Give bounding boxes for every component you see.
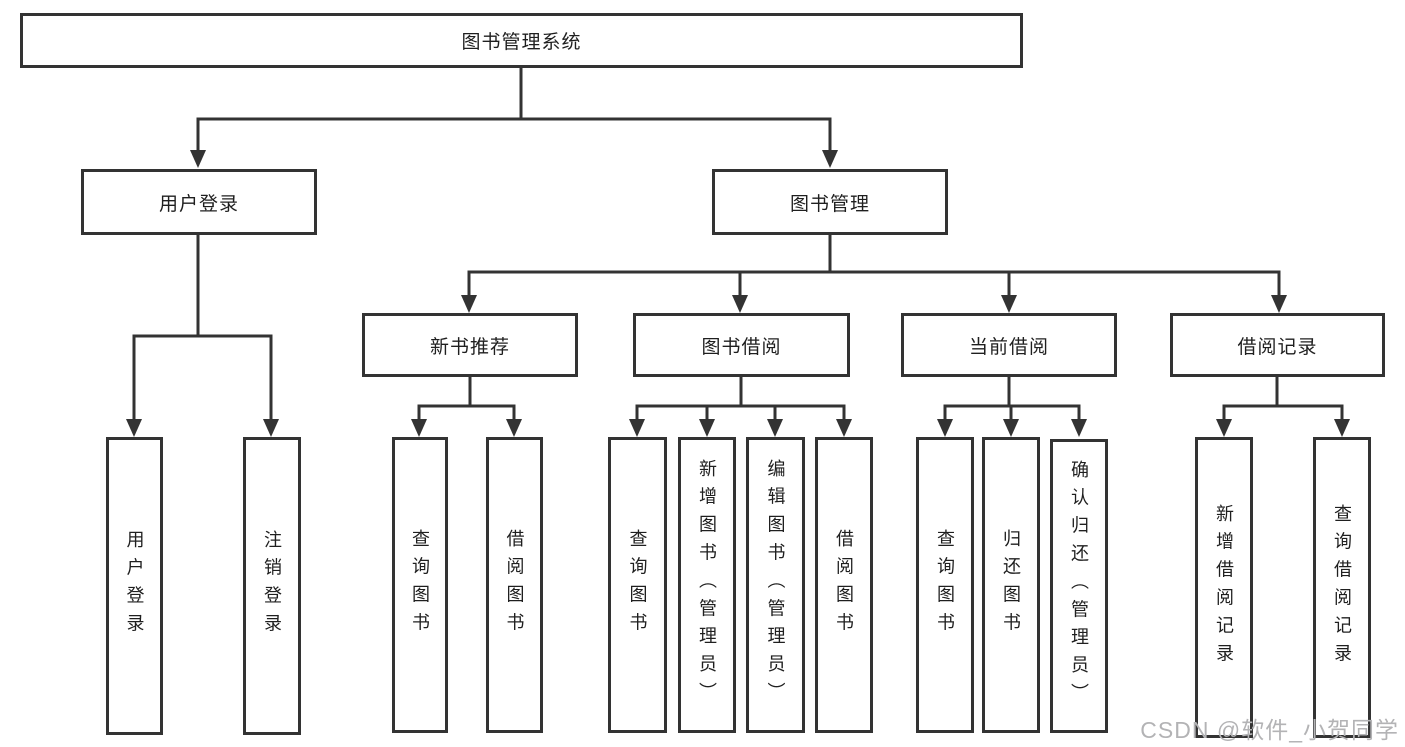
leaf-add-borrow-record: 新增借阅记录 [1195, 437, 1253, 738]
leaf-return-book-label: 归还图书 [1001, 529, 1021, 641]
csdn-watermark: CSDN @软件_小贺同学 [1140, 717, 1399, 743]
node-borrow-record-label: 借阅记录 [1237, 336, 1318, 358]
leaf-borrow-borrow-book: 借阅图书 [815, 437, 873, 733]
leaf-borrow-query-book: 查询图书 [608, 437, 667, 733]
leaf-current-query-book: 查询图书 [916, 437, 974, 733]
leaf-query-borrow-record: 查询借阅记录 [1313, 437, 1371, 738]
node-user-login: 用户登录 [81, 169, 317, 235]
node-book-borrow-label: 图书借阅 [701, 336, 782, 358]
leaf-add-borrow-record-label: 新增借阅记录 [1214, 503, 1234, 672]
leaf-user-login-label: 用户登录 [124, 530, 145, 642]
leaf-borrow-edit-book: 编辑图书（管理员） [746, 437, 805, 733]
node-borrow-record: 借阅记录 [1170, 313, 1385, 377]
node-new-book-recommend-label: 新书推荐 [429, 336, 510, 358]
node-book-management: 图书管理 [712, 169, 948, 235]
leaf-rec-borrow-book-label: 借阅图书 [504, 529, 525, 641]
leaf-confirm-return: 确认归还（管理员） [1050, 439, 1108, 733]
node-current-borrow: 当前借阅 [901, 313, 1117, 377]
node-book-borrow: 图书借阅 [633, 313, 850, 377]
node-new-book-recommend: 新书推荐 [362, 313, 578, 377]
leaf-borrow-add-book-label: 新增图书（管理员） [697, 459, 717, 711]
leaf-return-book: 归还图书 [982, 437, 1040, 733]
leaf-borrow-add-book: 新增图书（管理员） [678, 437, 736, 733]
leaf-borrow-edit-book-label: 编辑图书（管理员） [765, 459, 786, 711]
node-root: 图书管理系统 [20, 13, 1023, 68]
leaf-query-borrow-record-label: 查询借阅记录 [1332, 503, 1352, 672]
leaf-rec-query-book-label: 查询图书 [410, 529, 430, 641]
node-book-management-label: 图书管理 [789, 193, 870, 215]
leaf-rec-borrow-book: 借阅图书 [486, 437, 543, 733]
leaf-current-query-book-label: 查询图书 [935, 529, 955, 641]
node-user-login-label: 用户登录 [158, 193, 239, 215]
leaf-logout: 注销登录 [243, 437, 301, 735]
node-current-borrow-label: 当前借阅 [968, 336, 1049, 358]
leaf-borrow-query-book-label: 查询图书 [627, 529, 648, 641]
leaf-user-login: 用户登录 [106, 437, 163, 735]
leaf-logout-label: 注销登录 [262, 530, 282, 642]
leaf-rec-query-book: 查询图书 [392, 437, 448, 733]
node-root-label: 图书管理系统 [461, 32, 582, 53]
leaf-confirm-return-label: 确认归还（管理员） [1069, 460, 1089, 712]
leaf-borrow-borrow-book-label: 借阅图书 [834, 529, 854, 641]
